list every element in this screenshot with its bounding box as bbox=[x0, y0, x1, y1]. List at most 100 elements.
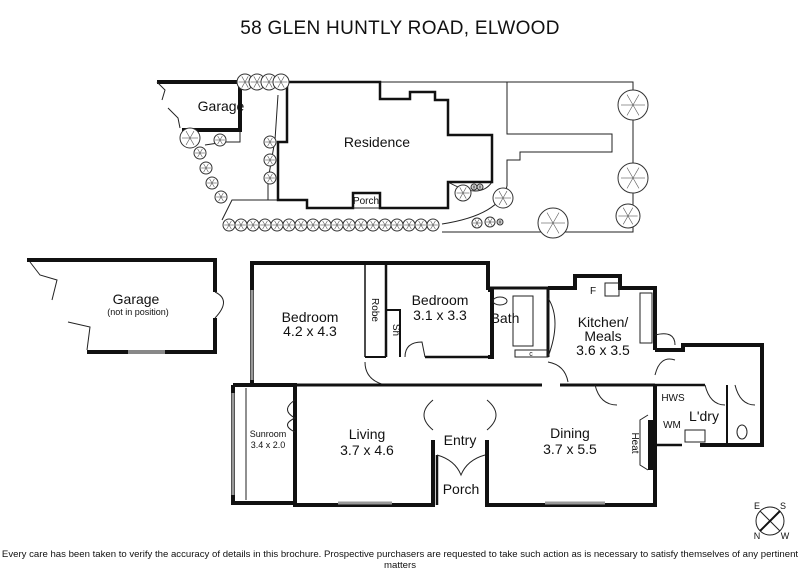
tree-branch bbox=[269, 155, 273, 161]
cooktop bbox=[604, 282, 620, 297]
tree-branch bbox=[396, 220, 400, 226]
tree-branch bbox=[286, 220, 290, 226]
tree-branch bbox=[264, 224, 268, 230]
garage-side-door bbox=[214, 291, 224, 319]
bedroom1-label: Bedroom bbox=[282, 309, 339, 325]
tree-branch bbox=[298, 220, 302, 226]
tree-branch bbox=[211, 182, 215, 188]
porch-label: Porch bbox=[443, 481, 480, 497]
tree-branch bbox=[459, 192, 464, 199]
tree-branch bbox=[262, 220, 266, 226]
tree-branch bbox=[300, 224, 304, 230]
tree-branch bbox=[420, 224, 424, 230]
tree-branch bbox=[408, 224, 412, 230]
garage-door-leaf bbox=[67, 321, 91, 351]
door bbox=[404, 341, 426, 358]
tree-branch bbox=[253, 81, 258, 88]
door bbox=[594, 384, 618, 406]
tree-branch bbox=[264, 220, 268, 226]
site-plan: Garage Residence Porch bbox=[156, 73, 649, 239]
garden-bed bbox=[447, 181, 493, 192]
tree-branch bbox=[300, 220, 304, 226]
tree-branch bbox=[479, 184, 482, 188]
laundry-tub bbox=[684, 429, 706, 443]
tree-branch bbox=[211, 178, 215, 184]
tree-branch bbox=[632, 177, 640, 189]
compass-needle bbox=[759, 510, 781, 532]
tree-branch bbox=[252, 220, 256, 226]
bedroom2-label: Bedroom bbox=[412, 292, 469, 308]
cupboard bbox=[514, 349, 549, 358]
kitchen-size: 3.6 x 3.5 bbox=[576, 342, 630, 358]
tree-branch bbox=[312, 224, 316, 230]
tree-branch bbox=[277, 81, 282, 88]
french-door bbox=[287, 399, 297, 433]
robe-label: Robe bbox=[369, 298, 380, 322]
garage-door bbox=[156, 81, 166, 101]
tree-branch bbox=[474, 219, 478, 224]
tree-branch bbox=[276, 220, 280, 226]
tree-branch bbox=[205, 163, 209, 169]
tree-branch bbox=[406, 220, 410, 226]
tree-branch bbox=[346, 224, 350, 230]
tree-branch bbox=[498, 190, 504, 199]
tree-branch bbox=[241, 76, 246, 83]
porch-doors bbox=[436, 454, 486, 477]
tree-branch bbox=[267, 173, 271, 179]
tree-branch bbox=[217, 135, 221, 141]
bedroom2-size: 3.1 x 3.3 bbox=[413, 307, 467, 323]
tree-branch bbox=[546, 222, 554, 234]
sunroom-size: 3.4 x 2.0 bbox=[251, 440, 286, 450]
bathtub bbox=[512, 295, 534, 347]
tree-branch bbox=[489, 218, 493, 223]
tree-branch bbox=[228, 220, 232, 226]
compass-w: W bbox=[781, 531, 790, 541]
tree-branch bbox=[394, 220, 398, 226]
tree-branch bbox=[462, 187, 467, 194]
tree-branch bbox=[406, 224, 410, 230]
tree-branch bbox=[324, 220, 328, 226]
tree-branch bbox=[432, 220, 436, 226]
tree-branch bbox=[360, 224, 364, 230]
tree-branch bbox=[489, 221, 493, 226]
tree-branch bbox=[384, 220, 388, 226]
fridge-label: F bbox=[590, 286, 596, 297]
driveway bbox=[506, 82, 613, 186]
tree-branch bbox=[269, 173, 273, 179]
bedroom1-size: 4.2 x 4.3 bbox=[283, 323, 337, 339]
tree-branch bbox=[241, 81, 246, 88]
door bbox=[364, 361, 386, 386]
tree-branch bbox=[199, 148, 203, 154]
tree-branch bbox=[622, 207, 629, 217]
site-porch-label: Porch bbox=[353, 196, 379, 207]
tree-branch bbox=[370, 220, 374, 226]
tree-branch bbox=[205, 167, 209, 173]
tree-branch bbox=[244, 76, 249, 83]
tree-branch bbox=[348, 220, 352, 226]
sunroom-label: Sunroom bbox=[250, 429, 287, 439]
tree-branch bbox=[286, 224, 290, 230]
tree-branch bbox=[267, 155, 271, 161]
tree-branch bbox=[228, 224, 232, 230]
tree-branch bbox=[265, 76, 270, 83]
tree-branch bbox=[218, 192, 222, 198]
tree-branch bbox=[288, 224, 292, 230]
compass: E S N W bbox=[754, 501, 790, 541]
tree-branch bbox=[476, 222, 480, 227]
tree-branch bbox=[322, 220, 326, 226]
tree-branch bbox=[268, 81, 273, 88]
bench-curve bbox=[547, 297, 556, 358]
garage-label: Garage bbox=[113, 291, 160, 307]
compass-n: N bbox=[754, 531, 761, 541]
tree-branch bbox=[253, 76, 258, 83]
tree-branch bbox=[498, 219, 501, 223]
tree-branch bbox=[552, 212, 560, 224]
tree-branch bbox=[189, 137, 195, 146]
door bbox=[547, 361, 569, 383]
garage-note: (not in position) bbox=[107, 307, 169, 317]
tree-branch bbox=[267, 137, 271, 143]
tree-branch bbox=[220, 192, 224, 198]
tree-branch bbox=[203, 167, 207, 173]
tree-branch bbox=[408, 220, 412, 226]
